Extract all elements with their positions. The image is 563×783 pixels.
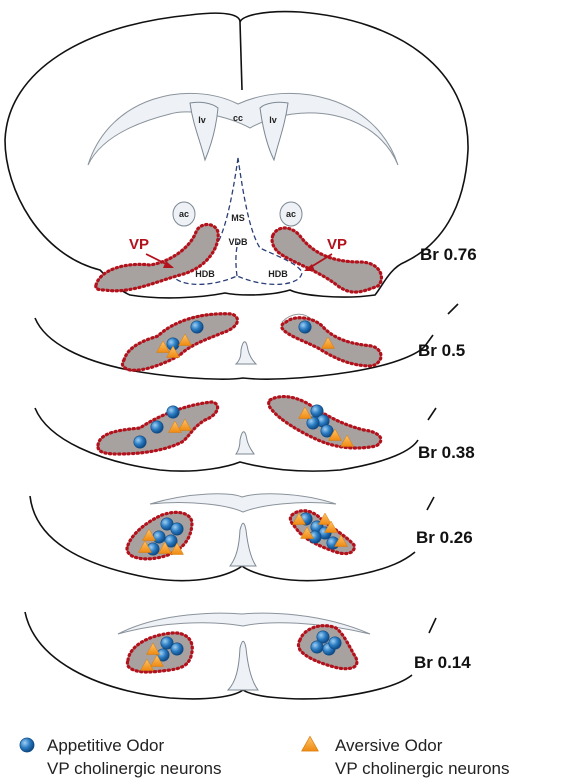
white-matter [150,494,336,512]
vdb-label: VDB [228,237,248,247]
section-label: Br 0.26 [416,528,473,547]
appetitive-neuron-marker [299,321,311,333]
legend-aversive-line1: Aversive Odor [335,736,443,755]
appetitive-neuron-marker [329,637,341,649]
lv-right-label: lv [269,115,277,125]
third-ventricle [236,432,254,454]
appetitive-neuron-marker [134,436,146,448]
section-label: Br 0.76 [420,245,477,264]
brain-outline [5,12,468,298]
section-label: Br 0.5 [418,341,465,360]
appetitive-neuron-marker [153,531,165,543]
section-br-0-38: Br 0.38 [35,397,475,472]
appetitive-neuron-marker [311,641,323,653]
appetitive-neuron-marker [167,406,179,418]
section-br-0-76: cc lv lv ac ac MS VDB HDB HDB VP VP Br 0… [5,12,477,298]
vp-region-left [122,314,237,371]
section-label: Br 0.38 [418,443,475,462]
ac-right-label: ac [286,209,296,219]
appetitive-neuron-marker [191,321,203,333]
section-br-0-5: Br 0.5 [35,304,465,379]
legend-aversive-line2: VP cholinergic neurons [335,759,510,778]
third-ventricle [228,641,258,690]
section-label: Br 0.14 [414,653,471,672]
legend-appetitive-line2: VP cholinergic neurons [47,759,222,778]
vp-region-right [282,318,381,366]
section-tick [448,304,458,314]
aversive-legend-icon [302,736,319,751]
cc-label: cc [233,113,243,123]
third-ventricle [230,523,256,566]
ac-left-label: ac [179,209,189,219]
section-br-0-14: Br 0.14 [25,612,471,699]
hdb-left-label: HDB [195,269,215,279]
appetitive-neuron-marker [171,643,183,655]
legend-appetitive-line1: Appetitive Odor [47,736,165,755]
ms-label: MS [231,213,245,223]
legend: Appetitive Odor VP cholinergic neurons A… [20,736,510,778]
lv-left-label: lv [198,115,206,125]
appetitive-neuron-marker [171,523,183,535]
appetitive-neuron-marker [151,421,163,433]
section-br-0-26: Br 0.26 [30,494,473,581]
vp-right-label: VP [327,236,347,253]
appetitive-legend-icon [20,738,34,752]
hdb-right-label: HDB [268,269,288,279]
third-ventricle [236,342,256,364]
vp-left-label: VP [129,236,149,253]
brain-outline [25,612,436,699]
